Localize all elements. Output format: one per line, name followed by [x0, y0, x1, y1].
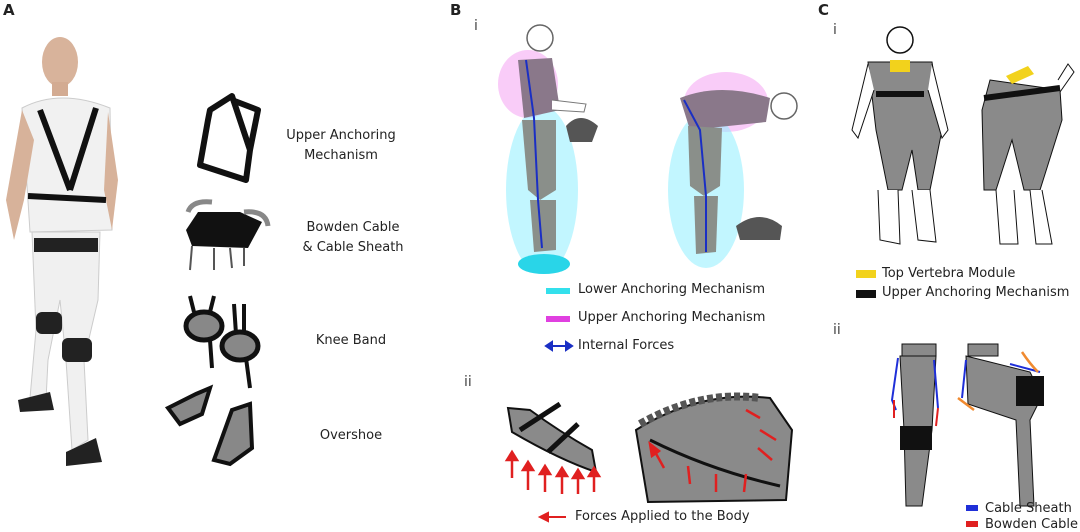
back-force-arrows	[648, 408, 777, 493]
leg-bent-figure	[957, 343, 1044, 507]
panel-b-letter: B	[450, 1, 462, 19]
panel-b-sub-ii: ii	[464, 374, 472, 390]
leg-straight-figure	[890, 343, 939, 507]
upper-anchoring-icon	[197, 93, 261, 183]
swatch-upper-anchoring-c	[856, 290, 876, 298]
legend-lower-anchoring: Lower Anchoring Mechanism	[578, 282, 765, 297]
label-line: & Cable Sheath	[302, 240, 404, 255]
label-line: Overshoe	[319, 428, 383, 443]
front-body-figure	[851, 26, 949, 245]
label-line: Mechanism	[304, 148, 378, 163]
back-force-diagram	[634, 392, 794, 504]
panel-b-sub-i: i	[474, 18, 478, 34]
legend-forces-applied: Forces Applied to the Body	[575, 509, 750, 524]
panel-c-sub-i: i	[833, 22, 837, 38]
legend-top-vertebra: Top Vertebra Module	[882, 266, 1016, 281]
panel-c-letter: C	[818, 1, 830, 19]
label-upper-anchoring: Upper Anchoring Mechanism	[276, 126, 406, 166]
legend-cable-sheath: Cable Sheath	[985, 501, 1072, 516]
side-body-figure	[981, 63, 1075, 245]
person-figure	[6, 37, 118, 466]
bending-figure	[668, 72, 798, 268]
label-line: Knee Band	[315, 333, 387, 348]
force-arrows	[504, 449, 602, 494]
swatch-lower-anchoring	[546, 288, 570, 294]
label-line: Upper Anchoring	[286, 128, 396, 143]
arrow-internal-forces-icon	[544, 340, 574, 352]
label-bowden-cable: Bowden Cable & Cable Sheath	[288, 218, 418, 258]
knee-band-icon	[183, 295, 261, 389]
standing-figure	[498, 24, 598, 274]
swatch-top-vertebra	[856, 270, 876, 278]
label-knee-band: Knee Band	[286, 331, 416, 351]
legend-upper-anchoring: Upper Anchoring Mechanism	[578, 310, 766, 325]
legend-internal-forces: Internal Forces	[578, 338, 675, 353]
overshoe-icon	[164, 384, 255, 467]
label-overshoe: Overshoe	[286, 426, 416, 446]
swatch-bowden-cable	[966, 521, 978, 527]
arrow-forces-icon	[537, 511, 566, 523]
panel-a-letter: A	[3, 1, 15, 19]
swatch-upper-anchoring	[546, 316, 570, 322]
swatch-cable-sheath	[966, 505, 978, 511]
legend-upper-anchoring-c: Upper Anchoring Mechanism	[882, 285, 1070, 300]
legend-bowden-cable: Bowden Cable	[985, 517, 1079, 532]
bowden-cable-icon	[185, 199, 271, 271]
panel-c-sub-ii: ii	[833, 322, 841, 338]
label-line: Bowden Cable	[306, 220, 400, 235]
